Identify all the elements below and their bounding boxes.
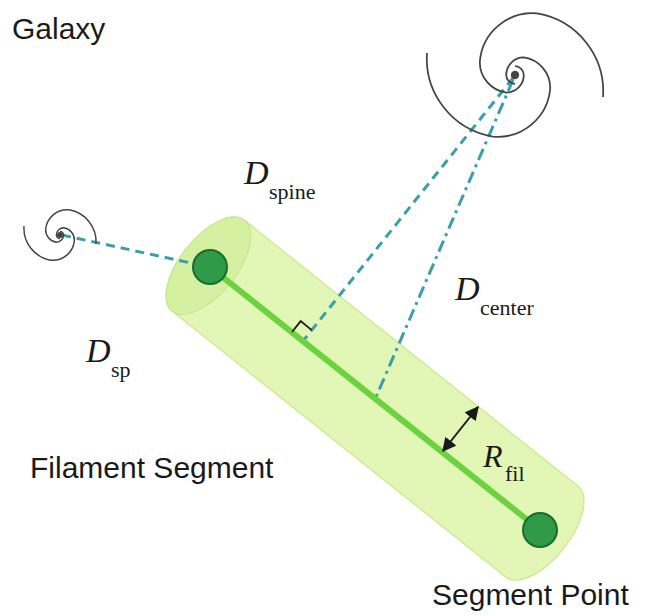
galaxy-label: Galaxy — [12, 14, 105, 44]
distance-symbol: D — [455, 272, 480, 306]
dcenter-line — [376, 80, 513, 397]
radius-arrow — [443, 407, 478, 451]
radius-subscript: fil — [505, 463, 525, 485]
right-angle-mark — [292, 321, 312, 332]
distance-subscript: spine — [269, 181, 315, 203]
distance-subscript: center — [480, 297, 534, 319]
distance-subscript: sp — [111, 359, 131, 381]
dsp-line — [62, 235, 200, 265]
filament-label: Filament Segment — [30, 453, 273, 483]
galaxy-spiral — [427, 13, 603, 137]
segment-point — [523, 513, 557, 547]
radius-symbol: R — [483, 440, 503, 472]
point-label: Segment Point — [432, 580, 629, 610]
distance-symbol: D — [86, 334, 111, 368]
filament-spine — [210, 267, 540, 530]
galaxy-spiral — [24, 210, 96, 261]
segment-point — [193, 250, 227, 284]
distance-symbol: D — [244, 156, 269, 190]
filament-cylinder — [150, 203, 599, 594]
